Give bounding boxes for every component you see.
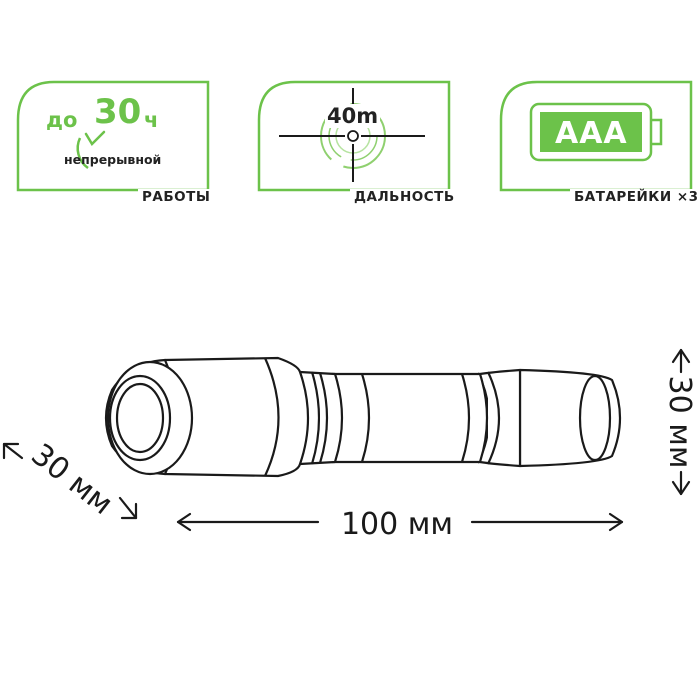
length-dimension <box>176 512 624 532</box>
length-label: 100 мм <box>341 507 453 542</box>
range-value: 40m <box>325 104 381 128</box>
range-panel: 40m <box>255 78 455 194</box>
flashlight-body <box>104 356 622 478</box>
range-caption: ДАЛЬНОСТЬ <box>350 189 459 205</box>
battery-panel: AAA <box>497 78 697 194</box>
runtime-panel: до 30 ч непрерывной <box>14 78 214 194</box>
battery-icon <box>529 102 663 162</box>
height-dimension <box>671 348 691 496</box>
runtime-prefix: до <box>46 108 78 132</box>
clock-icon <box>76 130 106 170</box>
depth-dimension <box>2 442 138 520</box>
battery-caption: БАТАРЕЙКИ ×3 <box>570 189 700 205</box>
depth-label: 30 мм <box>24 437 119 522</box>
battery-type: AAA <box>555 116 628 151</box>
runtime-sublabel: непрерывной <box>64 152 162 167</box>
runtime-caption: РАБОТЫ <box>138 189 215 205</box>
runtime-value: 30 <box>94 92 142 132</box>
runtime-panel-frame <box>16 80 210 192</box>
height-label: 30 мм <box>662 376 697 469</box>
runtime-unit: ч <box>144 108 159 132</box>
